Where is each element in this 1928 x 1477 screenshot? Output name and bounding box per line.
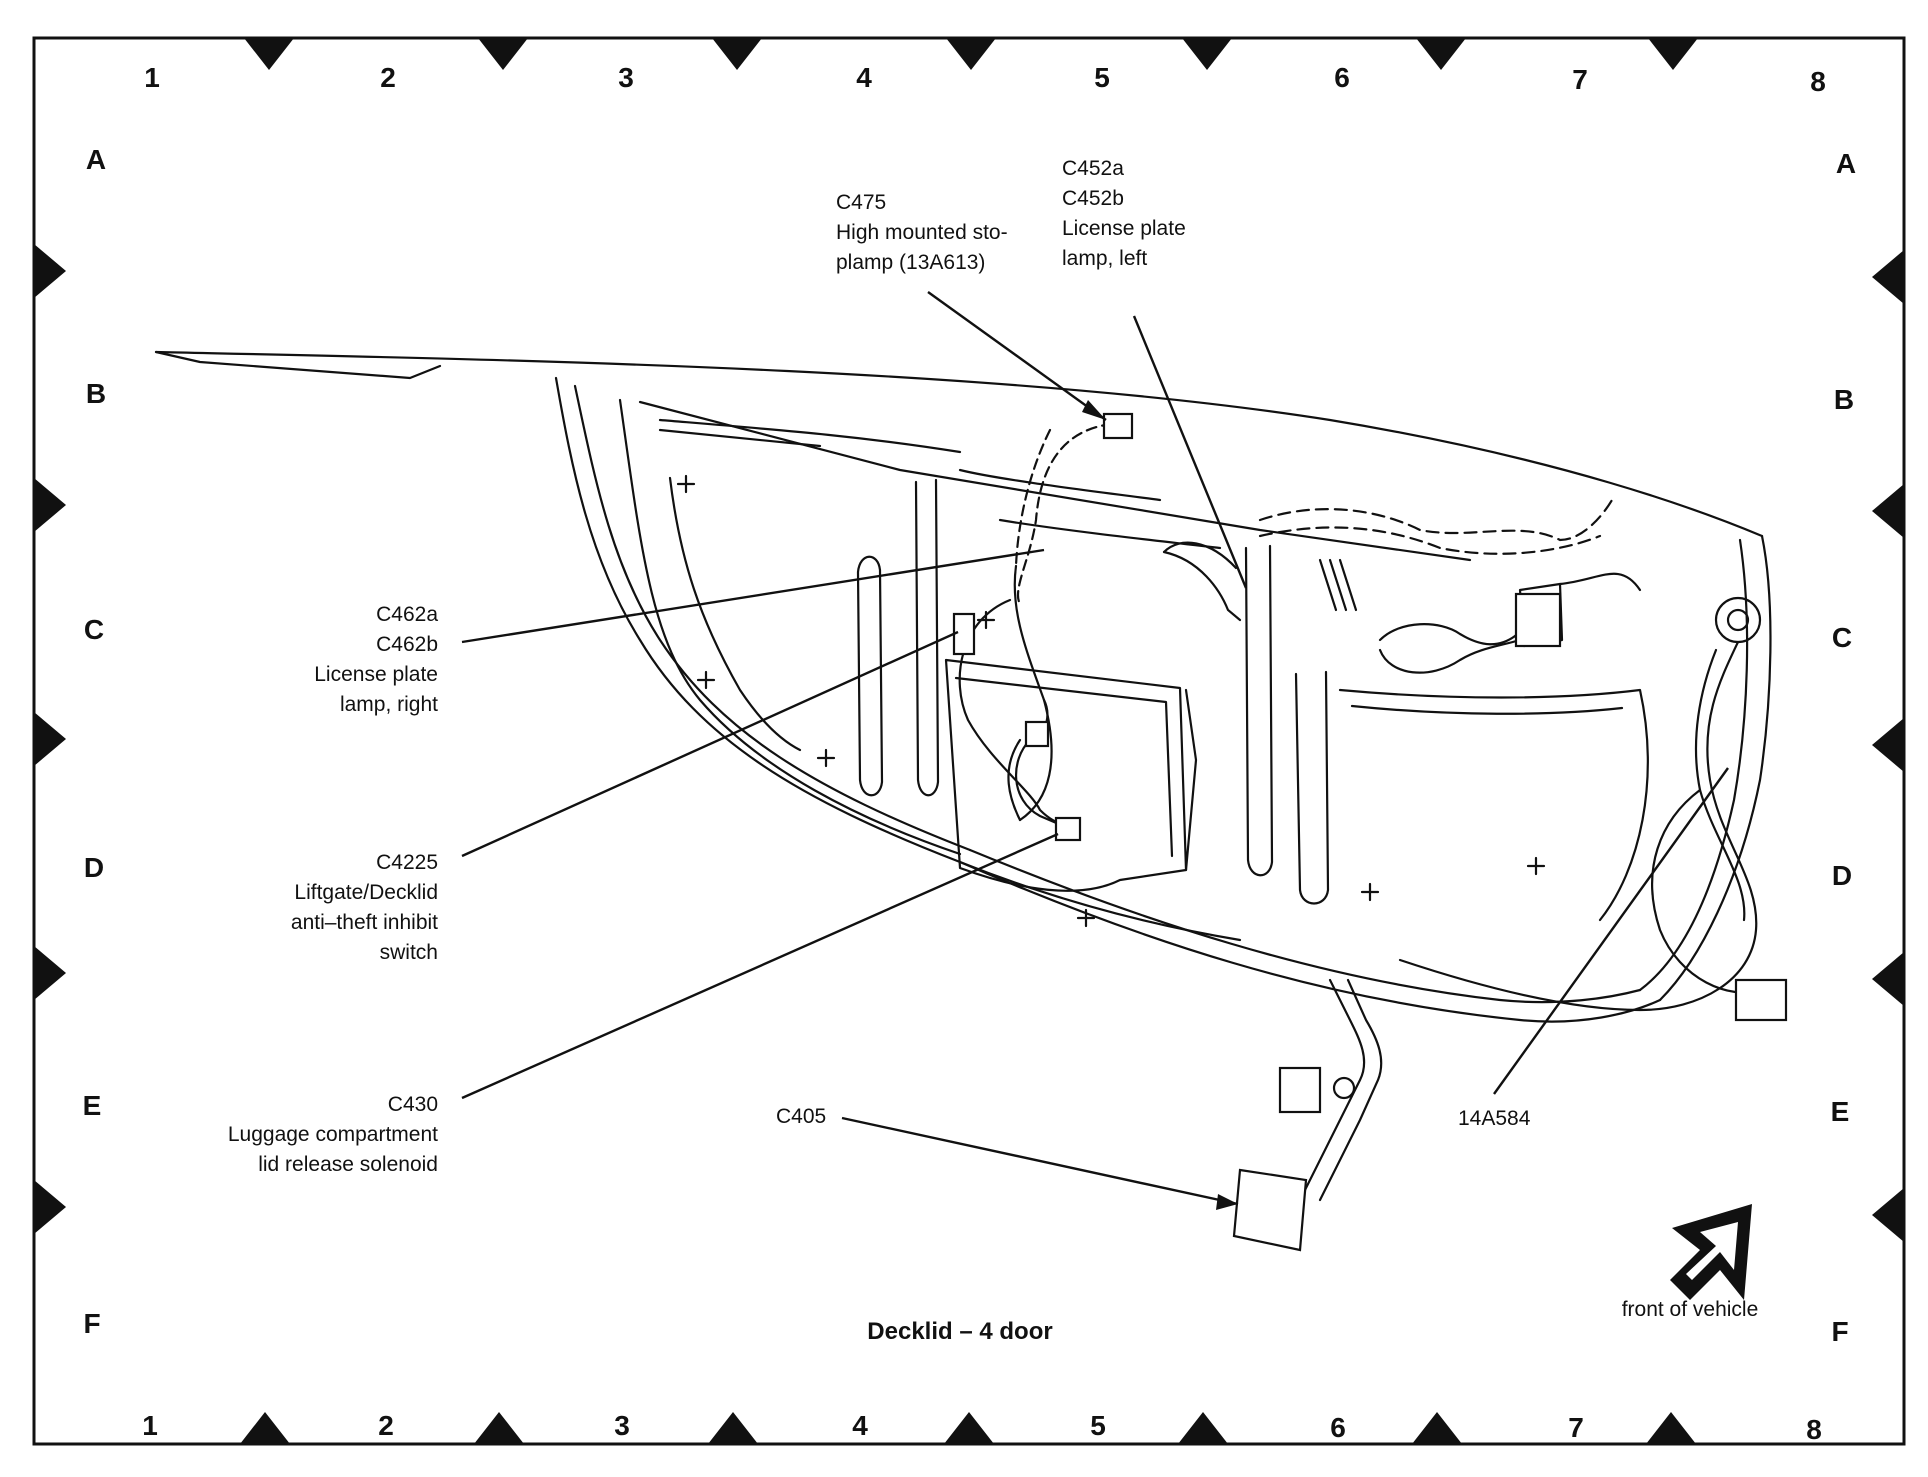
leader-c452 [1132, 315, 1248, 589]
grid-row-right-d: D [1831, 860, 1853, 891]
connector-c430 [1054, 816, 1082, 842]
decklid-outline [154, 350, 1772, 1023]
grid-col-top-1: 1 [144, 62, 160, 93]
grid-col-bottom-6: 6 [1330, 1412, 1346, 1443]
grid-col-bottom-4: 4 [852, 1410, 868, 1441]
connector-e5 [1278, 1066, 1322, 1114]
callout-14a584: 14A584 [1458, 1104, 1530, 1134]
grid-col-top-4: 4 [856, 62, 872, 93]
grid-col-bottom-3: 3 [614, 1410, 630, 1441]
callout-c4225-desc-1: Liftgate/Decklid [294, 881, 438, 904]
connector-lower-right [1734, 978, 1788, 1022]
grid-col-bottom-8: 8 [1806, 1414, 1822, 1445]
callout-c4225: C4225 Liftgate/Decklid anti–theft inhibi… [238, 848, 438, 968]
grid-row-right-c: C [1831, 622, 1853, 653]
callout-c405-code: C405 [776, 1105, 827, 1128]
grid-col-top-6: 6 [1334, 62, 1350, 93]
callout-c4225-desc-2: anti–theft inhibit [290, 911, 438, 934]
callout-c430-desc-1: Luggage compartment [227, 1123, 438, 1146]
grid-col-top-2: 2 [380, 62, 396, 93]
connector-c405 [1232, 1168, 1308, 1252]
bottom-markers [240, 1412, 1696, 1444]
grid-row-left-c: C [83, 614, 105, 645]
callout-c4225-code: C4225 [376, 851, 438, 874]
callout-c462-desc-1: License plate [314, 663, 438, 686]
callout-c452-code-b: C452b [1062, 187, 1124, 210]
connector-right [1514, 592, 1562, 648]
grid-row-right-f: F [1831, 1316, 1849, 1347]
callout-c462-desc-2: lamp, right [339, 693, 438, 716]
grid-row-left-d: D [83, 852, 105, 883]
callout-c462: C462a C462b License plate lamp, right [238, 600, 438, 720]
diagram-caption: Decklid – 4 door [867, 1318, 1053, 1345]
grid-row-right-a: A [1835, 148, 1857, 179]
connector-c4225 [1024, 720, 1050, 748]
callout-c462-code-b: C462b [376, 633, 438, 656]
grid-row-right-e: E [1830, 1096, 1850, 1127]
callout-c452-desc-1: License plate [1062, 217, 1186, 240]
callout-c430: C430 Luggage compartment lid release sol… [178, 1090, 438, 1180]
grid-row-left-f: F [83, 1308, 101, 1339]
connector-c475 [1102, 412, 1134, 440]
top-markers [244, 38, 1698, 70]
leader-c475 [927, 291, 1107, 421]
callout-c430-desc-2: lid release solenoid [258, 1153, 438, 1176]
leader-c405 [841, 1116, 1239, 1206]
grid-col-top-7: 7 [1572, 64, 1588, 95]
callout-c475-desc-2: plamp (13A613) [836, 251, 986, 274]
grid-row-left-a: A [85, 144, 107, 175]
leader-c462 [461, 548, 1045, 644]
grid-col-bottom-2: 2 [378, 1410, 394, 1441]
leader-lines [461, 291, 1729, 1206]
callout-c452-code-a: C452a [1062, 157, 1124, 180]
front-arrow [1670, 1204, 1752, 1300]
grid-col-top-8: 8 [1810, 66, 1826, 97]
leader-arrows [1082, 400, 1238, 1210]
callout-c430-code: C430 [387, 1093, 438, 1116]
right-markers [1872, 250, 1904, 1242]
leader-c4225 [461, 630, 959, 858]
connectors [952, 412, 1788, 1252]
callout-c475-desc-1: High mounted sto- [836, 221, 1008, 244]
callout-c452-desc-2: lamp, left [1062, 247, 1148, 270]
callout-c452: C452a C452b License plate lamp, left [1062, 154, 1186, 274]
callout-c475-code: C475 [836, 191, 887, 214]
callout-c405: C405 [776, 1102, 826, 1132]
grid-row-left-e: E [82, 1090, 102, 1121]
grid-col-bottom-5: 5 [1090, 1410, 1106, 1441]
front-of-vehicle-label: front of vehicle [1621, 1298, 1759, 1321]
callout-14a584-code: 14A584 [1458, 1107, 1531, 1130]
connector-clip [1332, 1076, 1356, 1100]
grid-col-bottom-1: 1 [142, 1410, 158, 1441]
connector-c462 [952, 612, 976, 656]
callout-c4225-desc-3: switch [379, 941, 438, 964]
callout-c462-code-a: C462a [376, 603, 438, 626]
leader-14a584 [1493, 767, 1729, 1095]
grid-row-left-b: B [85, 378, 107, 409]
callout-c475: C475 High mounted sto- plamp (13A613) [836, 188, 1008, 278]
grid-row-right-b: B [1833, 384, 1855, 415]
grid-col-bottom-7: 7 [1568, 1412, 1584, 1443]
grid-col-top-5: 5 [1094, 62, 1110, 93]
left-markers [34, 244, 66, 1234]
grid-col-top-3: 3 [618, 62, 634, 93]
leader-c430 [461, 832, 1059, 1100]
wiring-harness [958, 422, 1762, 1202]
